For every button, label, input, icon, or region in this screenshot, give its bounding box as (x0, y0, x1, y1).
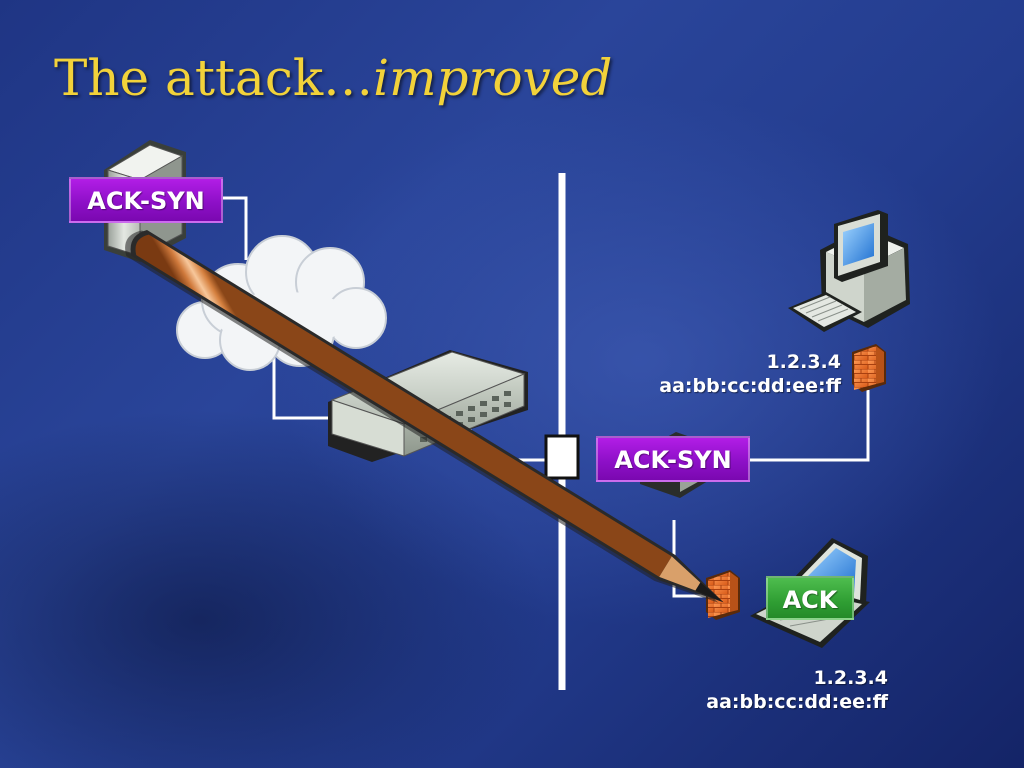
title-emphasis: improved (373, 49, 613, 107)
pencil-icon (125, 230, 724, 603)
packet-label-ack-laptop: ACK (766, 576, 854, 620)
firewall-icon (706, 570, 740, 620)
laptop-mac: aa:bb:cc:dd:ee:ff (706, 691, 888, 713)
desktop-mac: aa:bb:cc:dd:ee:ff (659, 375, 841, 397)
title-plain: The attack… (54, 49, 374, 107)
boundary-port (544, 434, 580, 480)
desktop-ip: 1.2.3.4 (766, 351, 841, 373)
firewall-icon (852, 344, 886, 392)
laptop-address: 1.2.3.4 aa:bb:cc:dd:ee:ff (706, 666, 888, 714)
packet-label-ack-syn-top: ACK-SYN (69, 177, 223, 223)
desktop-address: 1.2.3.4 aa:bb:cc:dd:ee:ff (659, 350, 841, 398)
desktop-computer-icon (788, 210, 910, 332)
wire-hub-desktop (748, 390, 870, 462)
wire-server-cloud (222, 196, 248, 260)
packet-label-ack-syn-middle: ACK-SYN (596, 436, 750, 482)
slide-title: The attack…improved (54, 48, 612, 108)
wire-cloud-switch (272, 350, 330, 420)
laptop-ip: 1.2.3.4 (813, 667, 888, 689)
